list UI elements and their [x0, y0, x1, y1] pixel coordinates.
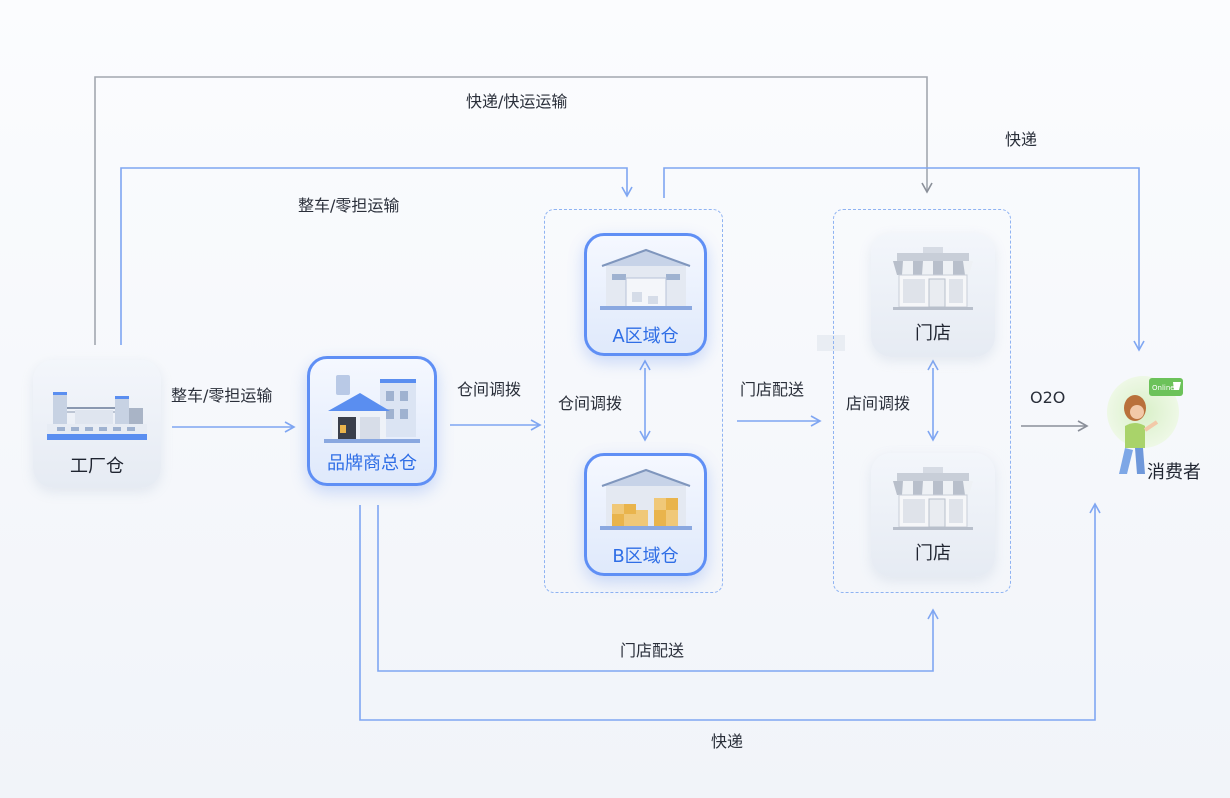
label-express-bottom: 快递	[711, 732, 744, 751]
factory-icon	[47, 392, 147, 440]
label-express-top-right: 快递	[1005, 130, 1038, 149]
edge-ftl-upper	[120, 167, 633, 345]
edge-store-delivery-bottom	[377, 505, 939, 672]
edge-express-freight-top	[94, 76, 933, 345]
store-1-node: 门店	[871, 233, 995, 357]
factory-node: 工厂仓	[33, 360, 161, 488]
store-2-label: 门店	[915, 543, 951, 564]
label-o2o: O2O	[1030, 388, 1066, 407]
store-2-node: 门店	[871, 453, 995, 577]
edge-express-top-right	[663, 167, 1145, 352]
store-1-label: 门店	[915, 323, 951, 344]
label-express-freight-top: 快递/快运运输	[466, 92, 568, 111]
warehouse-icon	[324, 375, 420, 443]
label-transfer-regions: 仓间调拨	[558, 394, 623, 413]
brand-hq-label: 品牌商总仓	[327, 453, 417, 474]
label-ftl-upper: 整车/零担运输	[298, 196, 400, 215]
label-transfer-stores: 店间调拨	[846, 394, 911, 413]
storefront-icon	[893, 467, 973, 530]
consumer-label: 消费者	[1147, 462, 1201, 483]
region-b-label: B区域仓	[612, 546, 679, 567]
warehouse-icon	[599, 248, 692, 310]
store-group	[833, 209, 1011, 593]
factory-label: 工厂仓	[70, 456, 124, 477]
consumer-node: Online 消费者	[1105, 370, 1220, 485]
label-store-delivery-bottom: 门店配送	[620, 641, 685, 660]
label-store-delivery-mid: 门店配送	[740, 380, 805, 399]
region-a-node: A区域仓	[584, 233, 707, 356]
label-ftl-factory-brand: 整车/零担运输	[171, 386, 273, 405]
region-warehouse-group	[544, 209, 723, 593]
online-badge-text: Online	[1152, 384, 1175, 392]
brand-hq-node: 品牌商总仓	[307, 356, 437, 486]
warehouse-boxes-icon	[599, 468, 692, 530]
label-transfer-brand-region: 仓间调拨	[457, 380, 522, 399]
consumer-online-shopping-icon: Online	[1107, 376, 1183, 474]
faint-marker	[817, 335, 845, 351]
storefront-icon	[893, 247, 973, 310]
edge-express-bottom	[359, 502, 1101, 721]
region-b-node: B区域仓	[584, 453, 707, 576]
region-a-label: A区域仓	[612, 326, 679, 347]
